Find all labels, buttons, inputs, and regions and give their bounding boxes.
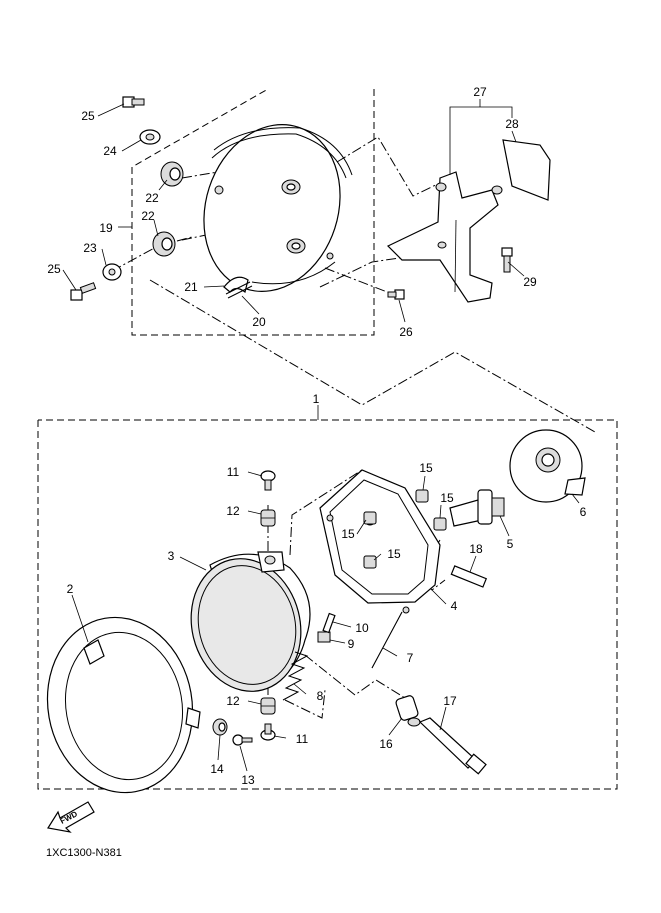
assembly-line-rim-to-case [149, 279, 596, 433]
callout-12-upper: 12 [226, 504, 240, 518]
assembly-line-grommet [111, 236, 193, 272]
bolt-29-shape [501, 247, 513, 273]
callout-27: 27 [473, 85, 487, 99]
callout-14: 14 [210, 762, 224, 776]
callout-19: 19 [99, 221, 113, 235]
callout-12-lower: 12 [226, 694, 240, 708]
grommet-22-upper-shape [160, 161, 184, 187]
headlight-housing-shell [203, 124, 353, 292]
bulb-15-a-shape [415, 489, 429, 503]
callout-15-b: 15 [440, 491, 454, 505]
bolt-25-upper-shape [122, 96, 145, 108]
drawing-code: 1XC1300-N381 [46, 847, 122, 859]
rubber-18-shape [450, 565, 488, 588]
screw-13-shape [232, 734, 253, 746]
callout-21: 21 [184, 280, 198, 294]
assembly-line-bracket [336, 136, 447, 197]
cord-17-shape [418, 717, 487, 775]
callout-6: 6 [580, 505, 587, 519]
bulb-15-c-shape [363, 511, 377, 525]
pin-10-shape [322, 612, 336, 634]
callout-3: 3 [168, 549, 175, 563]
assembly-line-bolt-26 [324, 267, 396, 296]
screw-11-lower-shape [260, 723, 276, 741]
callout-15-d: 15 [387, 547, 401, 561]
callout-7: 7 [407, 651, 414, 665]
callout-28: 28 [505, 117, 519, 131]
adjusting-screw-7-shape [371, 611, 403, 669]
bracket-label-tag [502, 139, 551, 201]
cord-clamp-shape [223, 276, 253, 299]
callout-11-upper: 11 [227, 465, 240, 479]
callout-23: 23 [83, 241, 97, 255]
bolt-26-shape [387, 289, 405, 300]
bolt-25-lower-shape [70, 282, 97, 301]
bulb-5-shape [449, 489, 505, 527]
callout-4: 4 [451, 599, 458, 613]
headlight-bracket [386, 171, 503, 303]
callout-22-lower: 22 [141, 209, 155, 223]
socket-cover-shape [509, 429, 586, 503]
assembly-line-body-case [289, 469, 363, 556]
leader-lines [62, 99, 580, 772]
callout-18: 18 [469, 542, 483, 556]
assembly-line-socket [304, 654, 406, 699]
callout-10: 10 [355, 621, 369, 635]
callout-16: 16 [379, 737, 393, 751]
headlight-lens-unit-shape [190, 551, 311, 692]
callout-25-lower: 25 [47, 262, 61, 276]
headlight-rim-shape [46, 616, 201, 794]
callout-5: 5 [507, 537, 514, 551]
callout-1: 1 [313, 392, 320, 406]
callout-11-lower: 11 [296, 732, 309, 746]
nut-12-upper-shape [260, 509, 276, 527]
nut-9-shape [317, 631, 331, 643]
screw-11-upper-shape [260, 470, 276, 491]
callout-24: 24 [103, 144, 117, 158]
washer-24-hole [145, 133, 155, 141]
callout-2: 2 [67, 582, 74, 596]
callout-22-upper: 22 [145, 191, 159, 205]
nut-12-lower-shape [260, 697, 276, 715]
callout-29: 29 [523, 275, 537, 289]
bulb-socket-16-shape [395, 695, 421, 727]
callout-20: 20 [252, 315, 266, 329]
grommet-14-shape [212, 718, 228, 736]
callout-13: 13 [241, 773, 255, 787]
callout-26: 26 [399, 325, 413, 339]
collar-23-shape [102, 263, 122, 281]
assembly-line-spring [284, 689, 326, 719]
callout-9: 9 [348, 637, 355, 651]
upper-assembly-boundary [131, 88, 375, 336]
bulb-15-d-shape [363, 555, 377, 569]
callout-8: 8 [317, 689, 324, 703]
callout-15-a: 15 [419, 461, 433, 475]
callout-25-upper: 25 [81, 109, 95, 123]
headlight-unit-boundary [37, 419, 618, 790]
bulb-15-b-shape [433, 517, 447, 531]
fwd-arrow-icon: FWD [47, 801, 95, 833]
spring-8-shape [282, 651, 309, 701]
callout-17: 17 [443, 694, 457, 708]
callout-15-c: 15 [341, 527, 355, 541]
grommet-22-lower-shape [152, 231, 176, 257]
